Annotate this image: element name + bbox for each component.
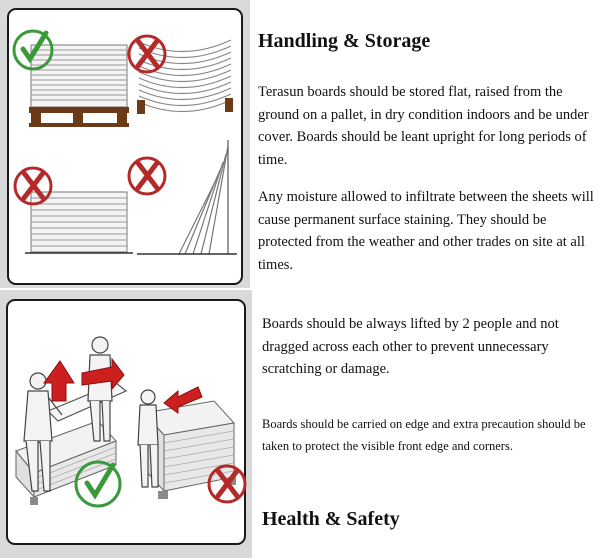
sagging-boards-illustration	[137, 39, 233, 114]
cross-icon	[127, 156, 167, 196]
worker-dragging-illustration	[137, 389, 159, 488]
cross-icon	[207, 464, 247, 504]
boards-on-ground-illustration	[25, 191, 133, 254]
pallet	[29, 107, 129, 127]
lift-up-arrow-illustration	[43, 357, 125, 402]
health-safety-heading: Health & Safety	[262, 508, 400, 530]
lifting-paragraph-1: Boards should be always lifted by 2 peop…	[262, 316, 559, 377]
lifting-illustration-panel	[6, 299, 247, 545]
storage-illustration-panel	[7, 8, 243, 285]
boards-on-pallet-illustration	[29, 44, 129, 127]
cross-icon	[13, 166, 53, 206]
storage-paragraph-1: Terasun boards should be stored flat, ra…	[258, 84, 589, 168]
storage-paragraph-2: Any moisture allowed to infiltrate betwe…	[258, 189, 594, 273]
cross-icon	[127, 34, 167, 74]
storage-illustration-backdrop	[0, 0, 250, 288]
lifting-illustration-backdrop	[0, 290, 252, 558]
check-icon	[12, 29, 54, 71]
handling-storage-heading: Handling & Storage	[258, 30, 431, 52]
check-icon	[74, 460, 122, 508]
leaning-boards-illustration	[137, 140, 237, 255]
drag-arrow-illustration	[163, 386, 203, 414]
worker-left-illustration	[23, 372, 63, 492]
lifting-paragraph-2: Boards should be carried on edge and ext…	[262, 417, 586, 453]
